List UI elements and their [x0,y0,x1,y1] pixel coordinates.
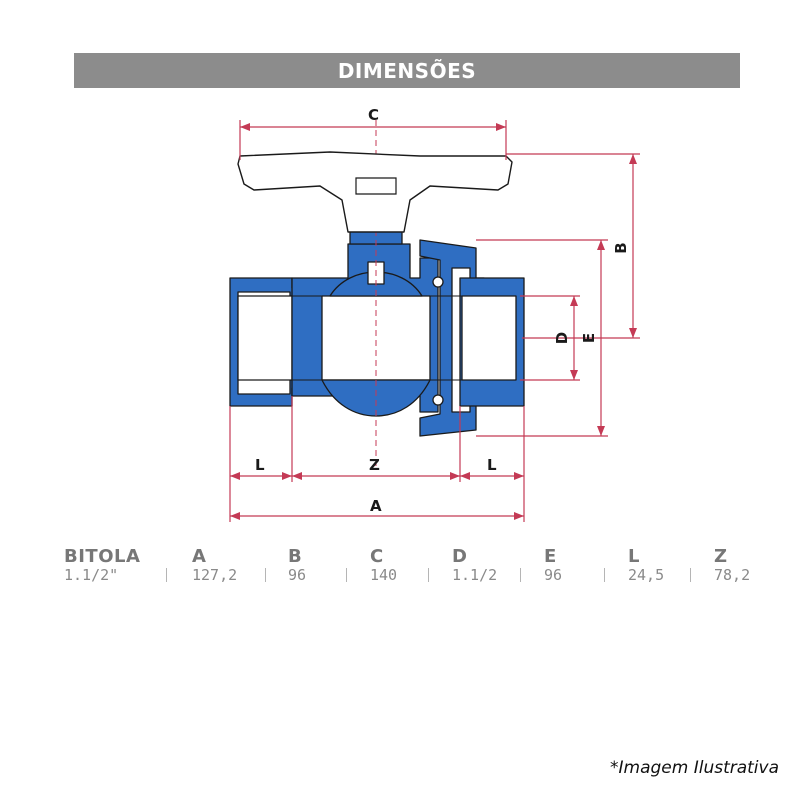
table-value-c: 140 [370,566,398,584]
dimension-label-z: Z [369,456,380,474]
table-header-bitola: BITOLA [64,546,141,567]
dimension-lines [229,120,640,522]
illustrative-image-note: *Imagem Ilustrativa [610,758,780,778]
table-separator [520,568,521,582]
table-header-b: B [288,546,303,567]
table-value-z: 78,2 [714,566,751,584]
dimension-label-e: E [580,333,598,343]
table-header-e: E [544,546,557,567]
dimension-arrows [230,123,637,520]
table-value-bitola: 1.1/2" [64,566,119,584]
dimension-label-a: A [370,497,382,515]
table-value-l: 24,5 [628,566,665,584]
table-header-a: A [192,546,207,567]
table-separator [265,568,266,582]
o-ring-bottom [432,394,444,406]
table-value-d: 1.1/2 [452,566,498,584]
dimension-label-b: B [612,242,630,253]
table-separator [604,568,605,582]
table-header-l: L [628,546,640,567]
dimensions-table-row: 1.1/2" 127,2 96 140 1.1/2 96 24,5 78,2 [64,566,751,584]
dimension-label-l-left: L [255,456,265,474]
table-separator [690,568,691,582]
dimension-label-c: C [368,106,379,124]
table-header-d: D [452,546,468,567]
o-ring-top [432,276,444,288]
dimension-label-d: D [553,332,571,344]
table-value-a: 127,2 [192,566,238,584]
dimension-label-l-right: L [487,456,497,474]
table-separator [166,568,167,582]
table-value-b: 96 [288,566,307,584]
bore-lines [238,120,516,470]
handle-cap [355,177,397,195]
dimensions-banner: DIMENSÕES [74,53,740,88]
table-header-z: Z [714,546,728,567]
table-separator [428,568,429,582]
table-value-e: 96 [544,566,563,584]
table-header-c: C [370,546,384,567]
table-separator [346,568,347,582]
dimensions-table-header: BITOLA A B C D E L Z [64,546,728,567]
